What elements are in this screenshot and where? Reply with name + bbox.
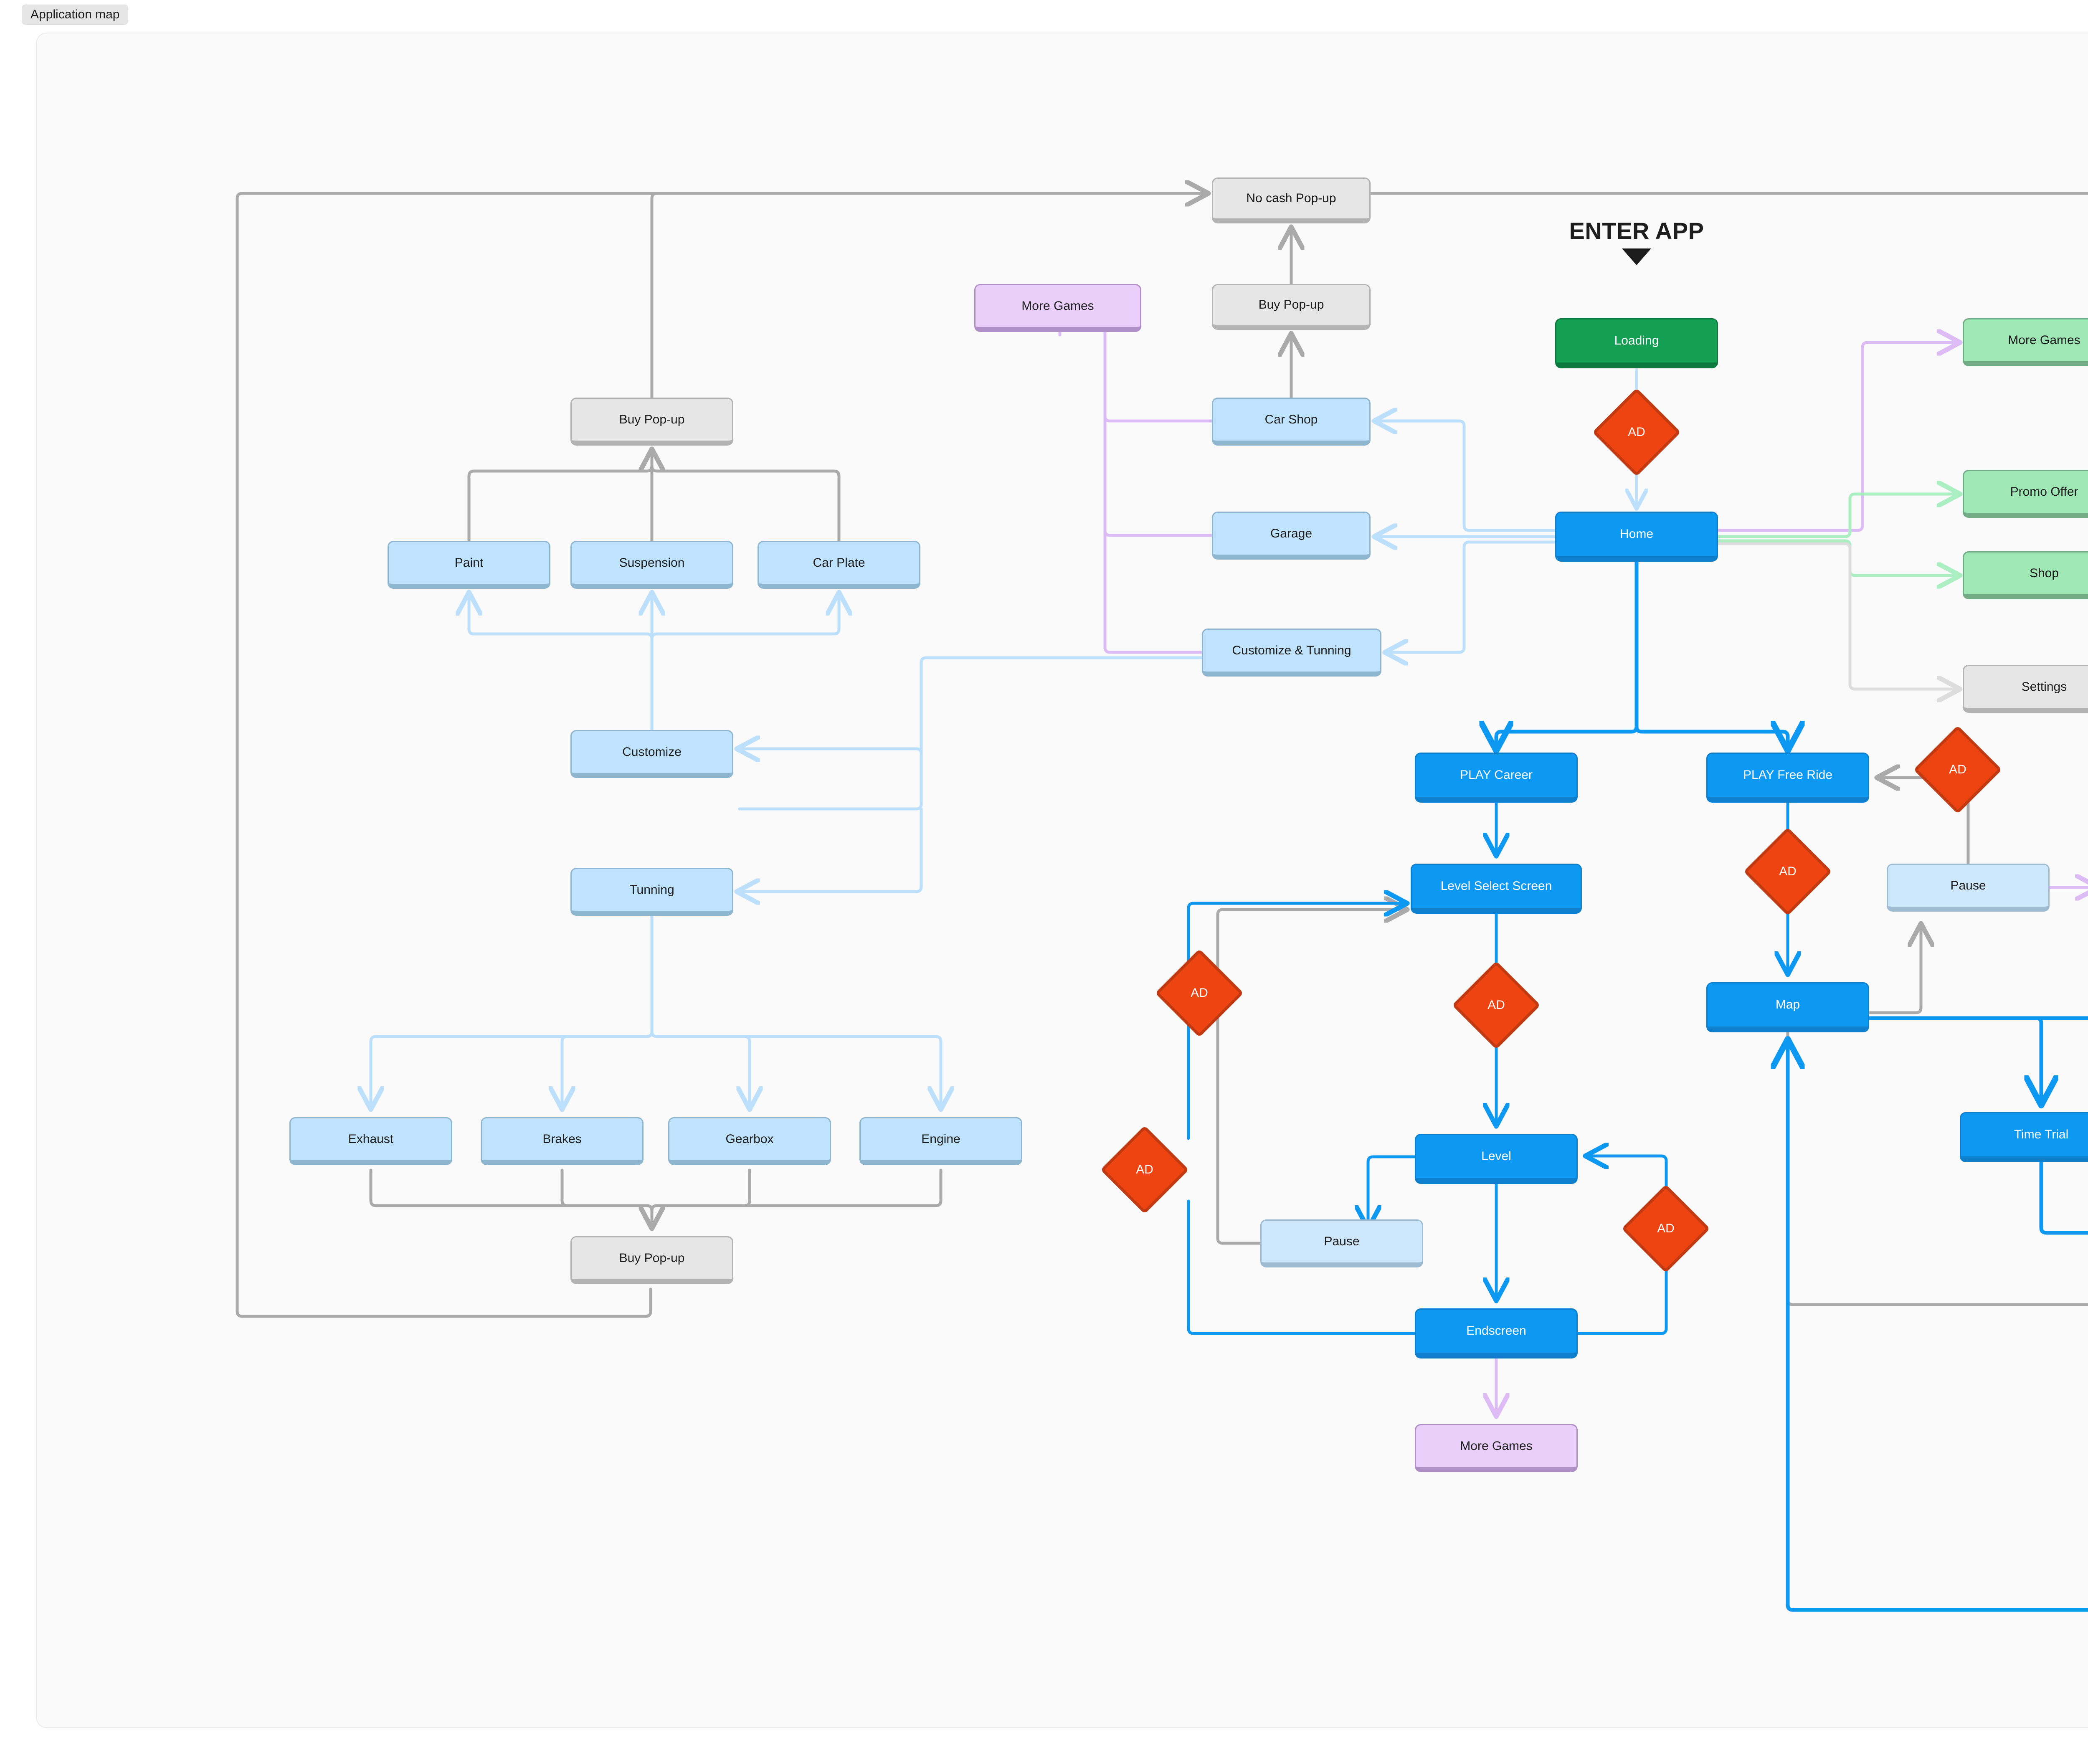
node-label: Pause xyxy=(1324,1234,1360,1248)
node-label: PLAY Career xyxy=(1460,768,1533,782)
node-customize[interactable]: Customize xyxy=(570,730,733,778)
node-label: Buy Pop-up xyxy=(619,1251,685,1265)
node-more-games-end[interactable]: More Games xyxy=(1415,1424,1578,1472)
node-label: Pause xyxy=(1950,878,1986,892)
ad-diamond-ad-level-sel[interactable]: AD xyxy=(1452,961,1541,1050)
node-label: No cash Pop-up xyxy=(1246,191,1336,205)
node-label: Garage xyxy=(1270,526,1313,540)
node-label: Tunning xyxy=(629,882,674,897)
node-shop[interactable]: Shop xyxy=(1963,551,2088,599)
ad-diamond-ad-endscreen[interactable]: AD xyxy=(1100,1125,1189,1214)
node-label: Suspension xyxy=(619,555,685,570)
node-exhaust[interactable]: Exhaust xyxy=(289,1117,452,1165)
ad-label: AD xyxy=(1191,986,1208,1000)
node-label: More Games xyxy=(1021,299,1094,313)
ad-diamond-ad-free-ride[interactable]: AD xyxy=(1743,827,1832,916)
node-label: Map xyxy=(1775,998,1800,1012)
node-label: Brakes xyxy=(542,1132,582,1146)
enter-app-marker: ENTER APP xyxy=(1555,217,1718,265)
node-engine[interactable]: Engine xyxy=(859,1117,1022,1165)
node-more-games-right[interactable]: More Games xyxy=(1963,318,2088,366)
node-label: Settings xyxy=(2021,679,2067,694)
tab-bar: Application map xyxy=(22,3,129,26)
node-label: Loading xyxy=(1614,334,1659,348)
node-label: Shop xyxy=(2029,566,2059,580)
node-label: Endscreen xyxy=(1466,1324,1526,1338)
node-label: Paint xyxy=(454,555,484,570)
tab-application-map[interactable]: Application map xyxy=(22,5,129,25)
node-level-career[interactable]: Level xyxy=(1415,1134,1578,1184)
node-label: Home xyxy=(1619,527,1654,541)
node-settings[interactable]: Settings xyxy=(1963,665,2088,713)
node-label: Engine xyxy=(921,1132,960,1146)
node-label: Level Select Screen xyxy=(1440,879,1552,893)
node-label: Time Trial xyxy=(2014,1128,2069,1142)
node-label: Customize xyxy=(622,745,682,759)
node-gearbox[interactable]: Gearbox xyxy=(668,1117,831,1165)
ad-diamond-ad-loop-left[interactable]: AD xyxy=(1155,948,1244,1038)
node-level-select[interactable]: Level Select Screen xyxy=(1411,864,1582,914)
ad-label: AD xyxy=(1657,1222,1675,1235)
node-car-plate[interactable]: Car Plate xyxy=(758,541,920,589)
node-buy-popup-bottom[interactable]: Buy Pop-up xyxy=(570,1236,733,1284)
node-more-games-left[interactable]: More Games xyxy=(974,284,1141,332)
node-pause-career[interactable]: Pause xyxy=(1260,1219,1423,1267)
node-car-shop[interactable]: Car Shop xyxy=(1212,398,1371,446)
node-buy-popup-left[interactable]: Buy Pop-up xyxy=(570,398,733,446)
down-triangle-icon xyxy=(1622,248,1651,265)
node-label: More Games xyxy=(2008,333,2080,347)
node-play-free-ride[interactable]: PLAY Free Ride xyxy=(1706,753,1869,803)
node-no-cash-popup[interactable]: No cash Pop-up xyxy=(1212,177,1371,223)
ad-label: AD xyxy=(1628,425,1645,439)
node-label: Promo Offer xyxy=(2010,484,2078,499)
enter-app-label: ENTER APP xyxy=(1569,218,1704,244)
ad-diamond-ad-free-ride-pause[interactable]: AD xyxy=(1913,725,2002,814)
node-buy-popup-top[interactable]: Buy Pop-up xyxy=(1212,284,1371,330)
node-home[interactable]: Home xyxy=(1555,512,1718,562)
node-tunning[interactable]: Tunning xyxy=(570,868,733,916)
node-label: Buy Pop-up xyxy=(619,412,685,426)
node-label: Buy Pop-up xyxy=(1258,298,1324,312)
node-map[interactable]: Map xyxy=(1706,982,1869,1032)
node-label: Gearbox xyxy=(725,1132,774,1146)
ad-diamond-ad-retry[interactable]: AD xyxy=(1621,1184,1710,1273)
node-brakes[interactable]: Brakes xyxy=(481,1117,644,1165)
node-label: More Games xyxy=(1460,1439,1533,1453)
node-suspension[interactable]: Suspension xyxy=(570,541,733,589)
ad-diamond-ad-loading[interactable]: AD xyxy=(1592,388,1681,477)
node-time-trial[interactable]: Time Trial xyxy=(1960,1112,2088,1162)
node-loading[interactable]: Loading xyxy=(1555,318,1718,368)
node-paint[interactable]: Paint xyxy=(388,541,550,589)
ad-label: AD xyxy=(1487,998,1505,1012)
node-endscreen-career[interactable]: Endscreen xyxy=(1415,1308,1578,1358)
node-label: Car Shop xyxy=(1264,412,1318,426)
node-label: Car Plate xyxy=(813,555,865,570)
node-promo-offer[interactable]: Promo Offer xyxy=(1963,470,2088,518)
ad-label: AD xyxy=(1949,763,1966,776)
node-label: Customize & Tunning xyxy=(1232,643,1351,657)
node-pause-free[interactable]: Pause xyxy=(1887,864,2050,912)
ad-label: AD xyxy=(1136,1163,1153,1176)
node-garage[interactable]: Garage xyxy=(1212,512,1371,560)
node-customize-tunning[interactable]: Customize & Tunning xyxy=(1202,629,1381,677)
node-label: PLAY Free Ride xyxy=(1743,768,1832,782)
node-label: Exhaust xyxy=(348,1132,394,1146)
node-play-career[interactable]: PLAY Career xyxy=(1415,753,1578,803)
node-label: Level xyxy=(1481,1149,1511,1163)
ad-label: AD xyxy=(1779,864,1797,878)
